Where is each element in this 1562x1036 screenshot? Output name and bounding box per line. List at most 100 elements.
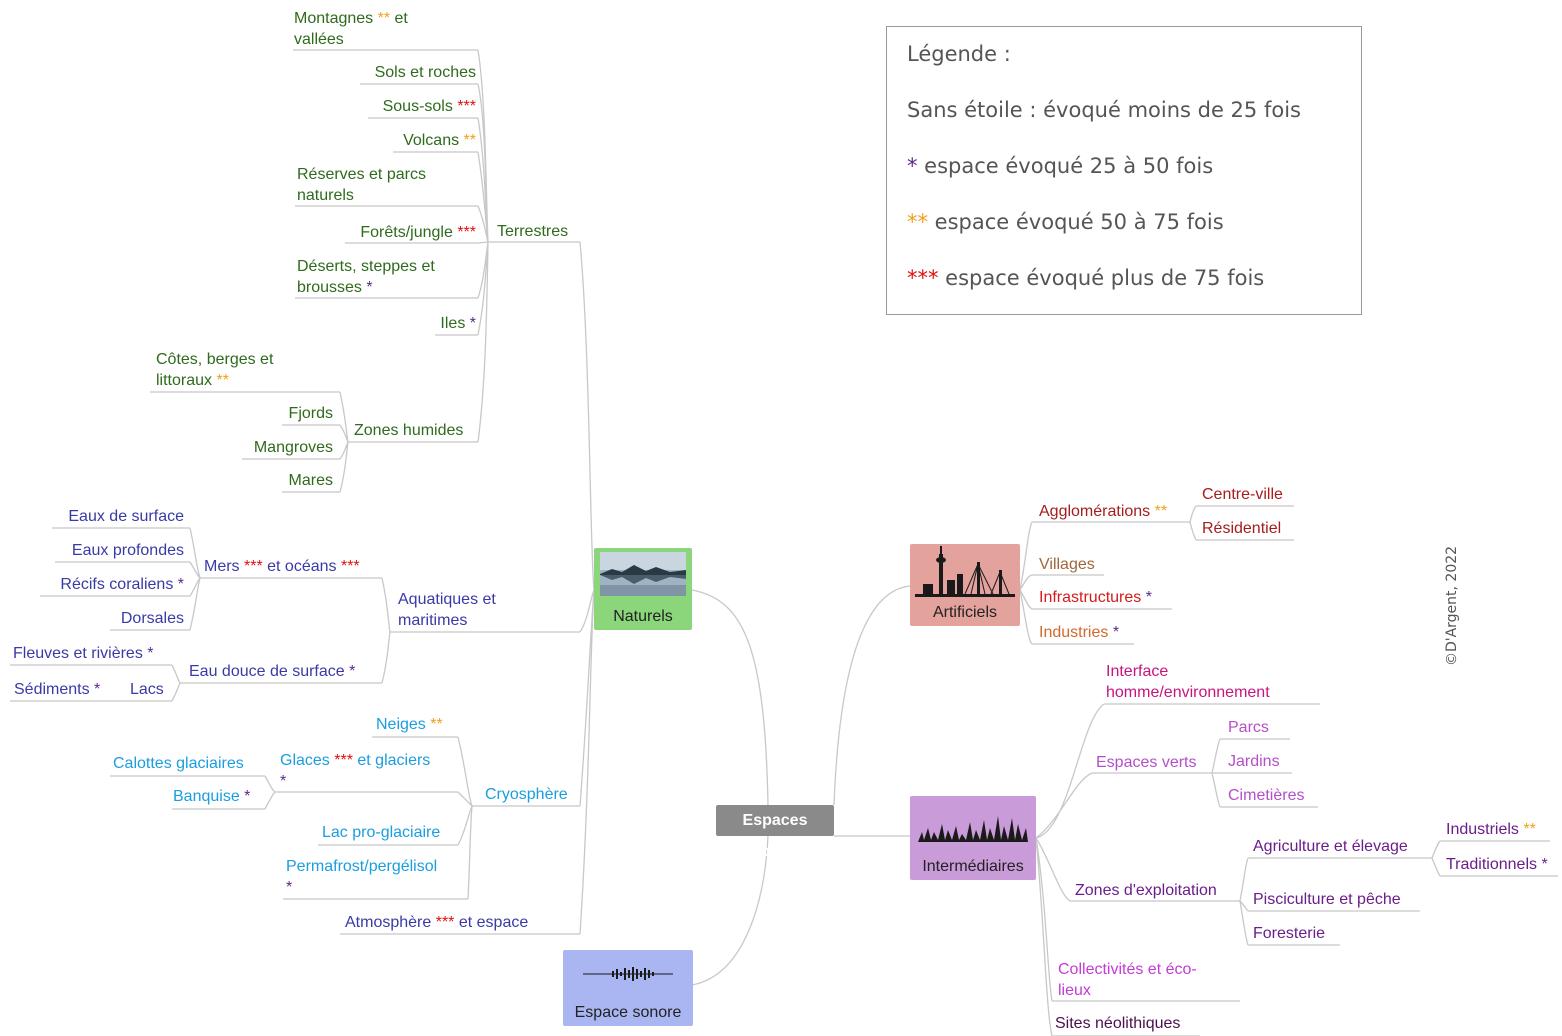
label: Fleuves et rivières (13, 645, 148, 662)
legend-three-star: *** espace évoqué plus de 75 fois (907, 266, 1264, 290)
label: Atmosphère (345, 914, 436, 931)
category-naturels[interactable]: Naturels (594, 548, 692, 630)
node-banquise: Banquise * (173, 786, 250, 807)
node-glaces-star: * (280, 771, 286, 792)
star-rating: * (244, 788, 251, 805)
sound-wave-icon (583, 967, 673, 981)
node-lac-pro-glaciaire: Lac pro-glaciaire (322, 824, 441, 841)
node-glaces: Glaces *** et glaciers (280, 750, 430, 771)
city-skyline-icon (915, 546, 1015, 597)
label: Traditionnels (1446, 856, 1542, 873)
category-artificiels[interactable]: Artificiels (910, 544, 1020, 626)
label: Banquise (173, 788, 245, 805)
label: Volcans (403, 132, 464, 149)
node-terrestres: Terrestres (497, 223, 569, 240)
node-reserves-cont: naturels (297, 187, 354, 204)
node-interface: Interface (1106, 663, 1169, 680)
node-traditionnels: Traditionnels * (1446, 854, 1548, 875)
label: Récifs coraliens (60, 576, 178, 593)
node-atmosphere: Atmosphère *** et espace (345, 912, 528, 933)
root-node[interactable]: Espaces évoqués (716, 805, 834, 860)
label: espace évoqué plus de 75 fois (938, 266, 1265, 290)
label: brousses (297, 279, 367, 296)
node-fleuves: Fleuves et rivières * (13, 643, 154, 664)
node-calottes: Calottes glaciaires (113, 755, 244, 772)
star-rating: ** (430, 716, 443, 733)
label: Eau douce de surface (189, 663, 350, 680)
star-rating: * (1112, 624, 1120, 641)
node-neiges: Neiges ** (376, 714, 443, 735)
node-montagnes-cont: vallées (294, 31, 344, 48)
category-label: Espace sonore (574, 1004, 682, 1021)
star-rating: * (177, 576, 184, 593)
node-permafrost-star: * (286, 877, 292, 898)
legend-box: Légende : Sans étoile : évoqué moins de … (886, 26, 1362, 315)
label: Sédiments (14, 681, 95, 698)
label: et océans (262, 558, 341, 575)
node-espaces-verts: Espaces verts (1096, 754, 1197, 771)
node-centre-ville: Centre-ville (1202, 486, 1283, 503)
node-fjords: Fjords (288, 405, 333, 422)
node-deserts: Déserts, steppes et (297, 258, 435, 275)
star-rating: ** (907, 210, 928, 234)
node-cotes-cont: littoraux ** (156, 370, 229, 391)
label: Iles (440, 315, 470, 332)
node-volcans: Volcans ** (403, 130, 476, 151)
label: Glaces (280, 752, 335, 769)
label: espace évoqué 25 à 50 fois (917, 154, 1214, 178)
node-sous-sols: Sous-sols *** (383, 96, 476, 117)
node-montagnes: Montagnes ** et (294, 8, 408, 29)
node-interface-cont: homme/environnement (1106, 684, 1270, 701)
node-permafrost: Permafrost/pergélisol (286, 858, 438, 875)
node-aquatiques-cont: maritimes (398, 612, 468, 629)
star-rating: * (469, 315, 476, 332)
legend-one-star: * espace évoqué 25 à 50 fois (907, 154, 1213, 178)
legend-two-star: ** espace évoqué 50 à 75 fois (907, 210, 1224, 234)
label: Industries (1039, 624, 1113, 641)
star-rating: ** (216, 372, 229, 389)
star-rating: * (366, 279, 373, 296)
node-mares: Mares (288, 472, 333, 489)
node-eaux-profondes: Eaux profondes (71, 542, 184, 559)
legend-title: Légende : (907, 42, 1011, 66)
star-rating: * (147, 645, 154, 662)
star-rating: *** (457, 98, 476, 115)
star-rating: *** (334, 752, 353, 769)
label: Infrastructures (1039, 589, 1146, 606)
star-rating: *** (340, 558, 360, 575)
label: Neiges (376, 716, 431, 733)
node-sols-roches: Sols et roches (374, 64, 476, 81)
star-rating: ** (463, 132, 476, 149)
node-sediments: Sédiments * (14, 679, 100, 700)
node-zones-exploitation: Zones d'exploitation (1075, 882, 1217, 899)
node-mangroves: Mangroves (253, 439, 333, 456)
node-collectivites-cont: lieux (1058, 982, 1091, 999)
node-reserves: Réserves et parcs (297, 166, 426, 183)
node-collectivites: Collectivités et éco- (1058, 961, 1197, 978)
label: Agglomérations (1039, 503, 1155, 520)
copyright-text: ©D'Argent, 2022 (1444, 545, 1460, 667)
label: et (390, 10, 408, 27)
node-dorsales: Dorsales (120, 610, 184, 627)
category-intermediaires[interactable]: Intermédiaires (910, 796, 1036, 880)
star-rating: ** (1154, 503, 1168, 520)
star-rating: * (907, 154, 918, 178)
node-residentiel: Résidentiel (1202, 520, 1282, 537)
node-deserts-cont: brousses * (297, 277, 373, 298)
label: Mers (204, 558, 244, 575)
star-rating: * (1541, 856, 1548, 873)
node-eaux-surface: Eaux de surface (68, 508, 184, 525)
node-agriculture: Agriculture et élevage (1253, 838, 1408, 855)
label: Industriels (1446, 821, 1524, 838)
label: et espace (454, 914, 529, 931)
star-rating: ** (377, 10, 391, 27)
star-rating: * (1145, 589, 1152, 606)
star-rating: * (286, 879, 293, 896)
star-rating: * (94, 681, 101, 698)
node-foresterie: Foresterie (1253, 925, 1326, 942)
star-rating: *** (435, 914, 455, 931)
star-rating: ** (1523, 821, 1536, 838)
category-espace-sonore[interactable]: Espace sonore (563, 950, 693, 1026)
node-cryosphere: Cryosphère (485, 786, 568, 803)
